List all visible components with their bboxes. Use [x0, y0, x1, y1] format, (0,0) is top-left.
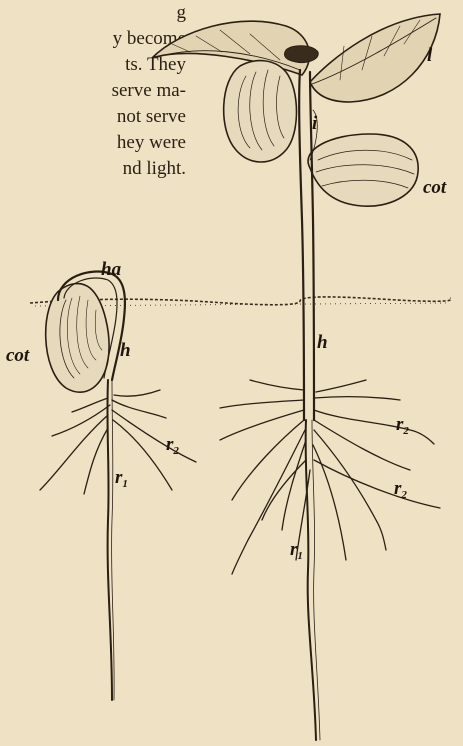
- left-cotyledon: [46, 284, 109, 393]
- right-taproot: [306, 420, 316, 740]
- right-right-leaf: [310, 14, 440, 102]
- label-ha: ha: [101, 259, 122, 280]
- label-r2-left: r2: [166, 434, 179, 457]
- label-r2-right-lower: r2: [394, 478, 407, 501]
- label-r1-left: r1: [115, 467, 128, 490]
- label-cot-left: cot: [6, 345, 30, 366]
- label-h-right: h: [317, 332, 328, 353]
- right-bud: [284, 46, 318, 63]
- right-lateral-roots: [220, 380, 440, 574]
- right-upper-cotyledon: [224, 61, 297, 162]
- right-left-leaf: [152, 21, 309, 75]
- label-l: l: [427, 45, 433, 66]
- label-i: i: [312, 113, 318, 134]
- label-r2-right-upper: r2: [396, 414, 409, 437]
- label-cot-right: cot: [423, 177, 447, 198]
- label-r1-right: r1: [290, 539, 303, 562]
- right-seedling: [152, 14, 440, 740]
- label-h-left: h: [120, 340, 131, 361]
- right-lower-cotyledon: [308, 134, 418, 206]
